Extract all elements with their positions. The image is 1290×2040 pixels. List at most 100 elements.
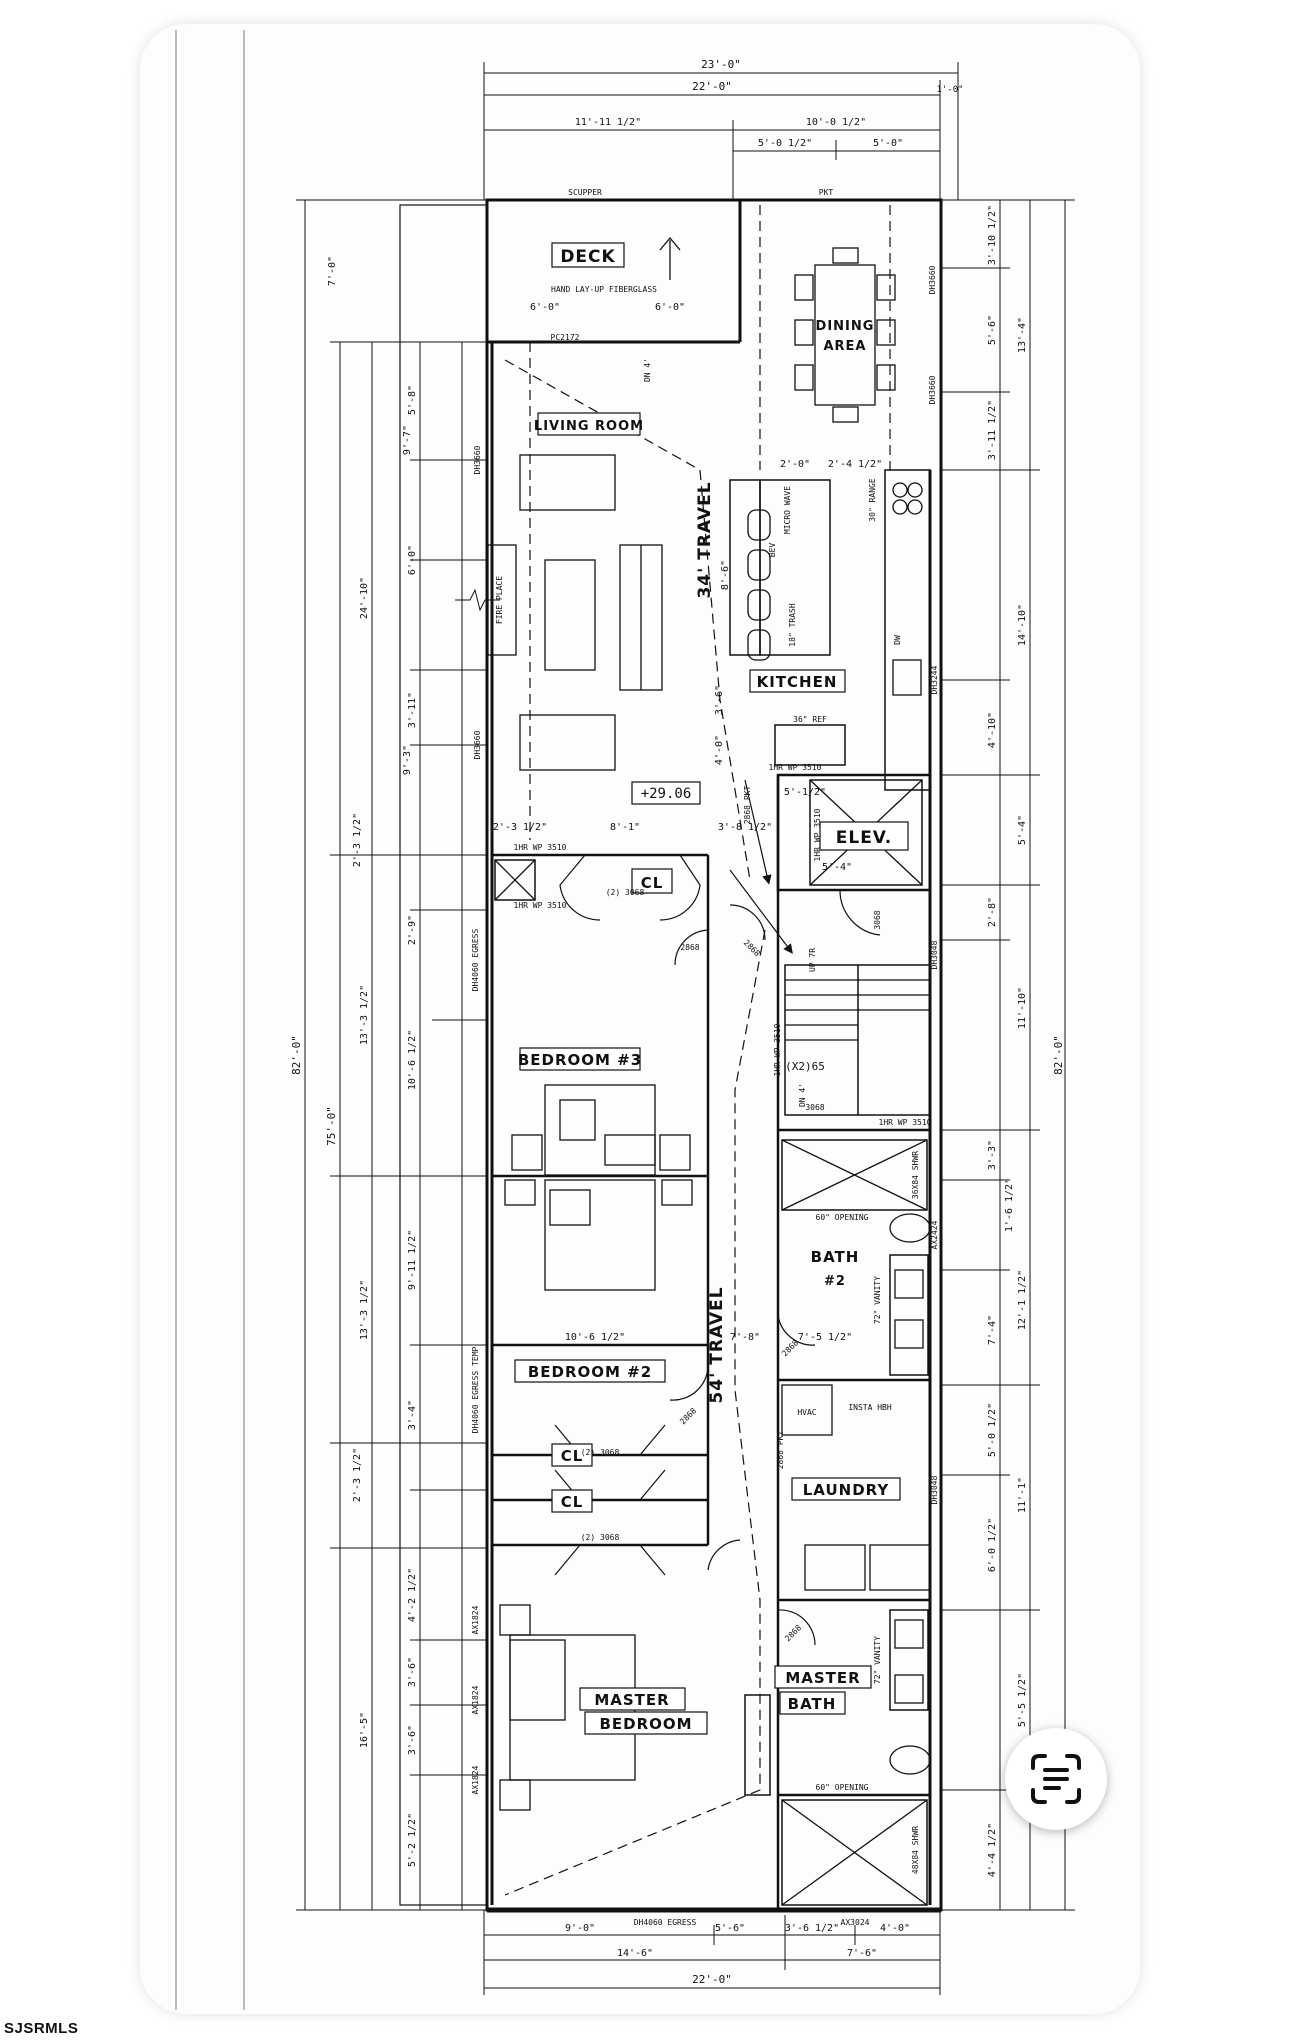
dim-left-36b: 3'-6" <box>407 1725 418 1755</box>
window-r3: DH3244 <box>930 665 939 694</box>
door-3068a: (2) 3068 <box>606 888 645 897</box>
trash-note: 18" TRASH <box>788 603 797 647</box>
dim-kit-c: 8'-6" <box>720 560 731 590</box>
dim-right-54: 5'-4" <box>1017 815 1028 845</box>
dim-right-56: 5'-6" <box>987 315 998 345</box>
window-bottom: AX3024 <box>841 1918 870 1927</box>
up-stair-note: UP 7R <box>808 948 817 972</box>
door-2868e: 2868 <box>783 1623 803 1643</box>
shower-1-note: 36X84 SHWR <box>911 1151 920 1199</box>
dim-top-22: 22'-0" <box>692 80 732 93</box>
down-4-a-note: DN 4' <box>643 358 652 382</box>
room-bedroom-2: BEDROOM #2 <box>528 1363 652 1381</box>
text-scan-icon <box>1031 1754 1081 1804</box>
hr-5-note: 1HR WP 3510 <box>813 808 822 861</box>
deck-note: HAND LAY-UP FIBERGLASS <box>551 285 657 294</box>
window-r6: DH3048 <box>930 1475 939 1504</box>
room-living: LIVING ROOM <box>534 419 644 434</box>
dim-top-total: 23'-0" <box>701 58 741 71</box>
dim-left-inner: 75'-0" <box>325 1106 338 1146</box>
closet-1: CL <box>641 874 664 892</box>
door-2868b: 2868 <box>742 938 762 958</box>
hr-6-note: 1HR WP 3510 <box>514 901 567 910</box>
door-3068c: (2) 3068 <box>581 1533 620 1542</box>
dim-left-421: 4'-2 1/2" <box>407 1568 418 1622</box>
pocket-door-2: 2868 PKT <box>776 1431 785 1470</box>
micro-note: MICRO WAVE <box>783 486 792 534</box>
watermark: SJSRMLS <box>4 2020 79 2037</box>
dim-right-3101: 3'-10 1/2" <box>987 205 998 265</box>
egress-bottom-note: DH4060 EGRESS <box>634 1918 697 1927</box>
dim-liv-a: 2'-3 1/2" <box>493 822 547 833</box>
window-l1: DH3660 <box>473 445 482 474</box>
ref-note: 36" REF <box>793 715 827 724</box>
dim-right-111: 11'-1" <box>1017 1477 1028 1513</box>
dim-elev-a: 5'-1/2" <box>784 787 826 798</box>
dim-bot-b: 5'-6" <box>715 1923 745 1934</box>
floor-plan-sheet <box>140 24 1140 2014</box>
dim-left-165: 16'-5" <box>359 1712 370 1748</box>
dim-kit-a: 2'-0" <box>780 459 810 470</box>
dim-right-161: 1'-6 1/2" <box>1004 1178 1015 1232</box>
dim-seven: 7'-8" <box>730 1332 760 1343</box>
dim-top-a: 11'-11 1/2" <box>575 117 641 128</box>
dim-liv-b: 8'-1" <box>610 822 640 833</box>
dim-left-231: 2'-3 1/2" <box>352 813 363 867</box>
door-3068b: (2) 3068 <box>581 1448 620 1457</box>
travel-34-note: 34' TRAVEL <box>695 481 715 598</box>
room-master-bath-1: MASTER <box>785 1669 860 1687</box>
room-kitchen: KITCHEN <box>757 673 838 691</box>
room-labels: DECK HAND LAY-UP FIBERGLASS DINING AREA … <box>495 247 892 1733</box>
room-elevator: ELEV. <box>836 828 892 848</box>
dim-bot-e: 14'-6" <box>617 1948 653 1959</box>
vanity-72b-note: 72" VANITY <box>873 1636 882 1684</box>
shower-2-note: 48X84 SHWR <box>911 1826 920 1874</box>
window-r2: DH3660 <box>928 375 937 404</box>
dim-right-410: 4'-10" <box>987 712 998 748</box>
dim-top-1c: 1'-0" <box>936 85 963 95</box>
room-dining: DINING <box>816 319 875 334</box>
hr-4-note: 1HR WP 3510 <box>879 1118 932 1127</box>
dim-right-501: 5'-0 1/2" <box>987 1403 998 1457</box>
plan-notes: 34' TRAVEL 54' TRAVEL +29.06 SCUPPER PKT… <box>471 188 939 1927</box>
dim-right-1211: 12'-1 1/2" <box>1017 1270 1028 1330</box>
dim-left-34: 3'-4" <box>407 1400 418 1430</box>
room-laundry: LAUNDRY <box>803 1481 890 1499</box>
bev-note: BEV <box>768 543 777 558</box>
dim-bot-c: 3'-6 1/2" <box>785 1923 839 1934</box>
opening-60a-note: 60" OPENING <box>816 1213 869 1222</box>
window-ax1: AX1824 <box>471 1605 480 1634</box>
travel-arrows <box>729 779 793 954</box>
fireplace-label: FIRE PLACE <box>495 576 504 624</box>
dim-left-7: 7'-0" <box>327 256 338 286</box>
room-master-bedroom-1: MASTER <box>594 1691 669 1709</box>
room-deck: DECK <box>560 247 615 267</box>
dim-left-2410: 24'-10" <box>359 577 370 619</box>
hvac-label: HVAC <box>797 1408 816 1417</box>
hr-1-note: 1HR WP 3510 <box>514 843 567 852</box>
travel-54-note: 54' TRAVEL <box>707 1286 727 1403</box>
door-3068e: 3068 <box>873 910 882 929</box>
dim-kit-b: 2'-4 1/2" <box>828 459 882 470</box>
dim-bot-d: 4'-0" <box>880 1923 910 1934</box>
dim-kit-d: 3'-6" <box>714 685 725 715</box>
sheet-edge-lines <box>175 30 245 2010</box>
dim-left-60: 6'-0" <box>407 545 418 575</box>
text-scan-button[interactable] <box>1005 1728 1107 1830</box>
dim-liv-c: 3'-8 1/2" <box>718 822 772 833</box>
dim-right-33: 3'-3" <box>987 1140 998 1170</box>
room-dining-area: AREA <box>823 339 866 354</box>
dimension-lines <box>296 62 1075 1995</box>
hr-3-note: 1HR WP 3510 <box>773 1023 782 1076</box>
door-2868a: 2868 <box>680 943 699 952</box>
dim-left-9111: 9'-11 1/2" <box>407 1230 418 1290</box>
dim-right-441: 4'-4 1/2" <box>987 1823 998 1877</box>
dim-right-1110: 11'-10" <box>1017 987 1028 1029</box>
dim-left-97: 9'-7" <box>402 425 413 455</box>
elevation-note: +29.06 <box>641 786 692 802</box>
window-r5: AX2424 <box>930 1220 939 1249</box>
dim-bot-a: 9'-0" <box>565 1923 595 1934</box>
dim-left-93: 9'-3" <box>402 745 413 775</box>
insta-label: INSTA HBH <box>848 1403 892 1412</box>
